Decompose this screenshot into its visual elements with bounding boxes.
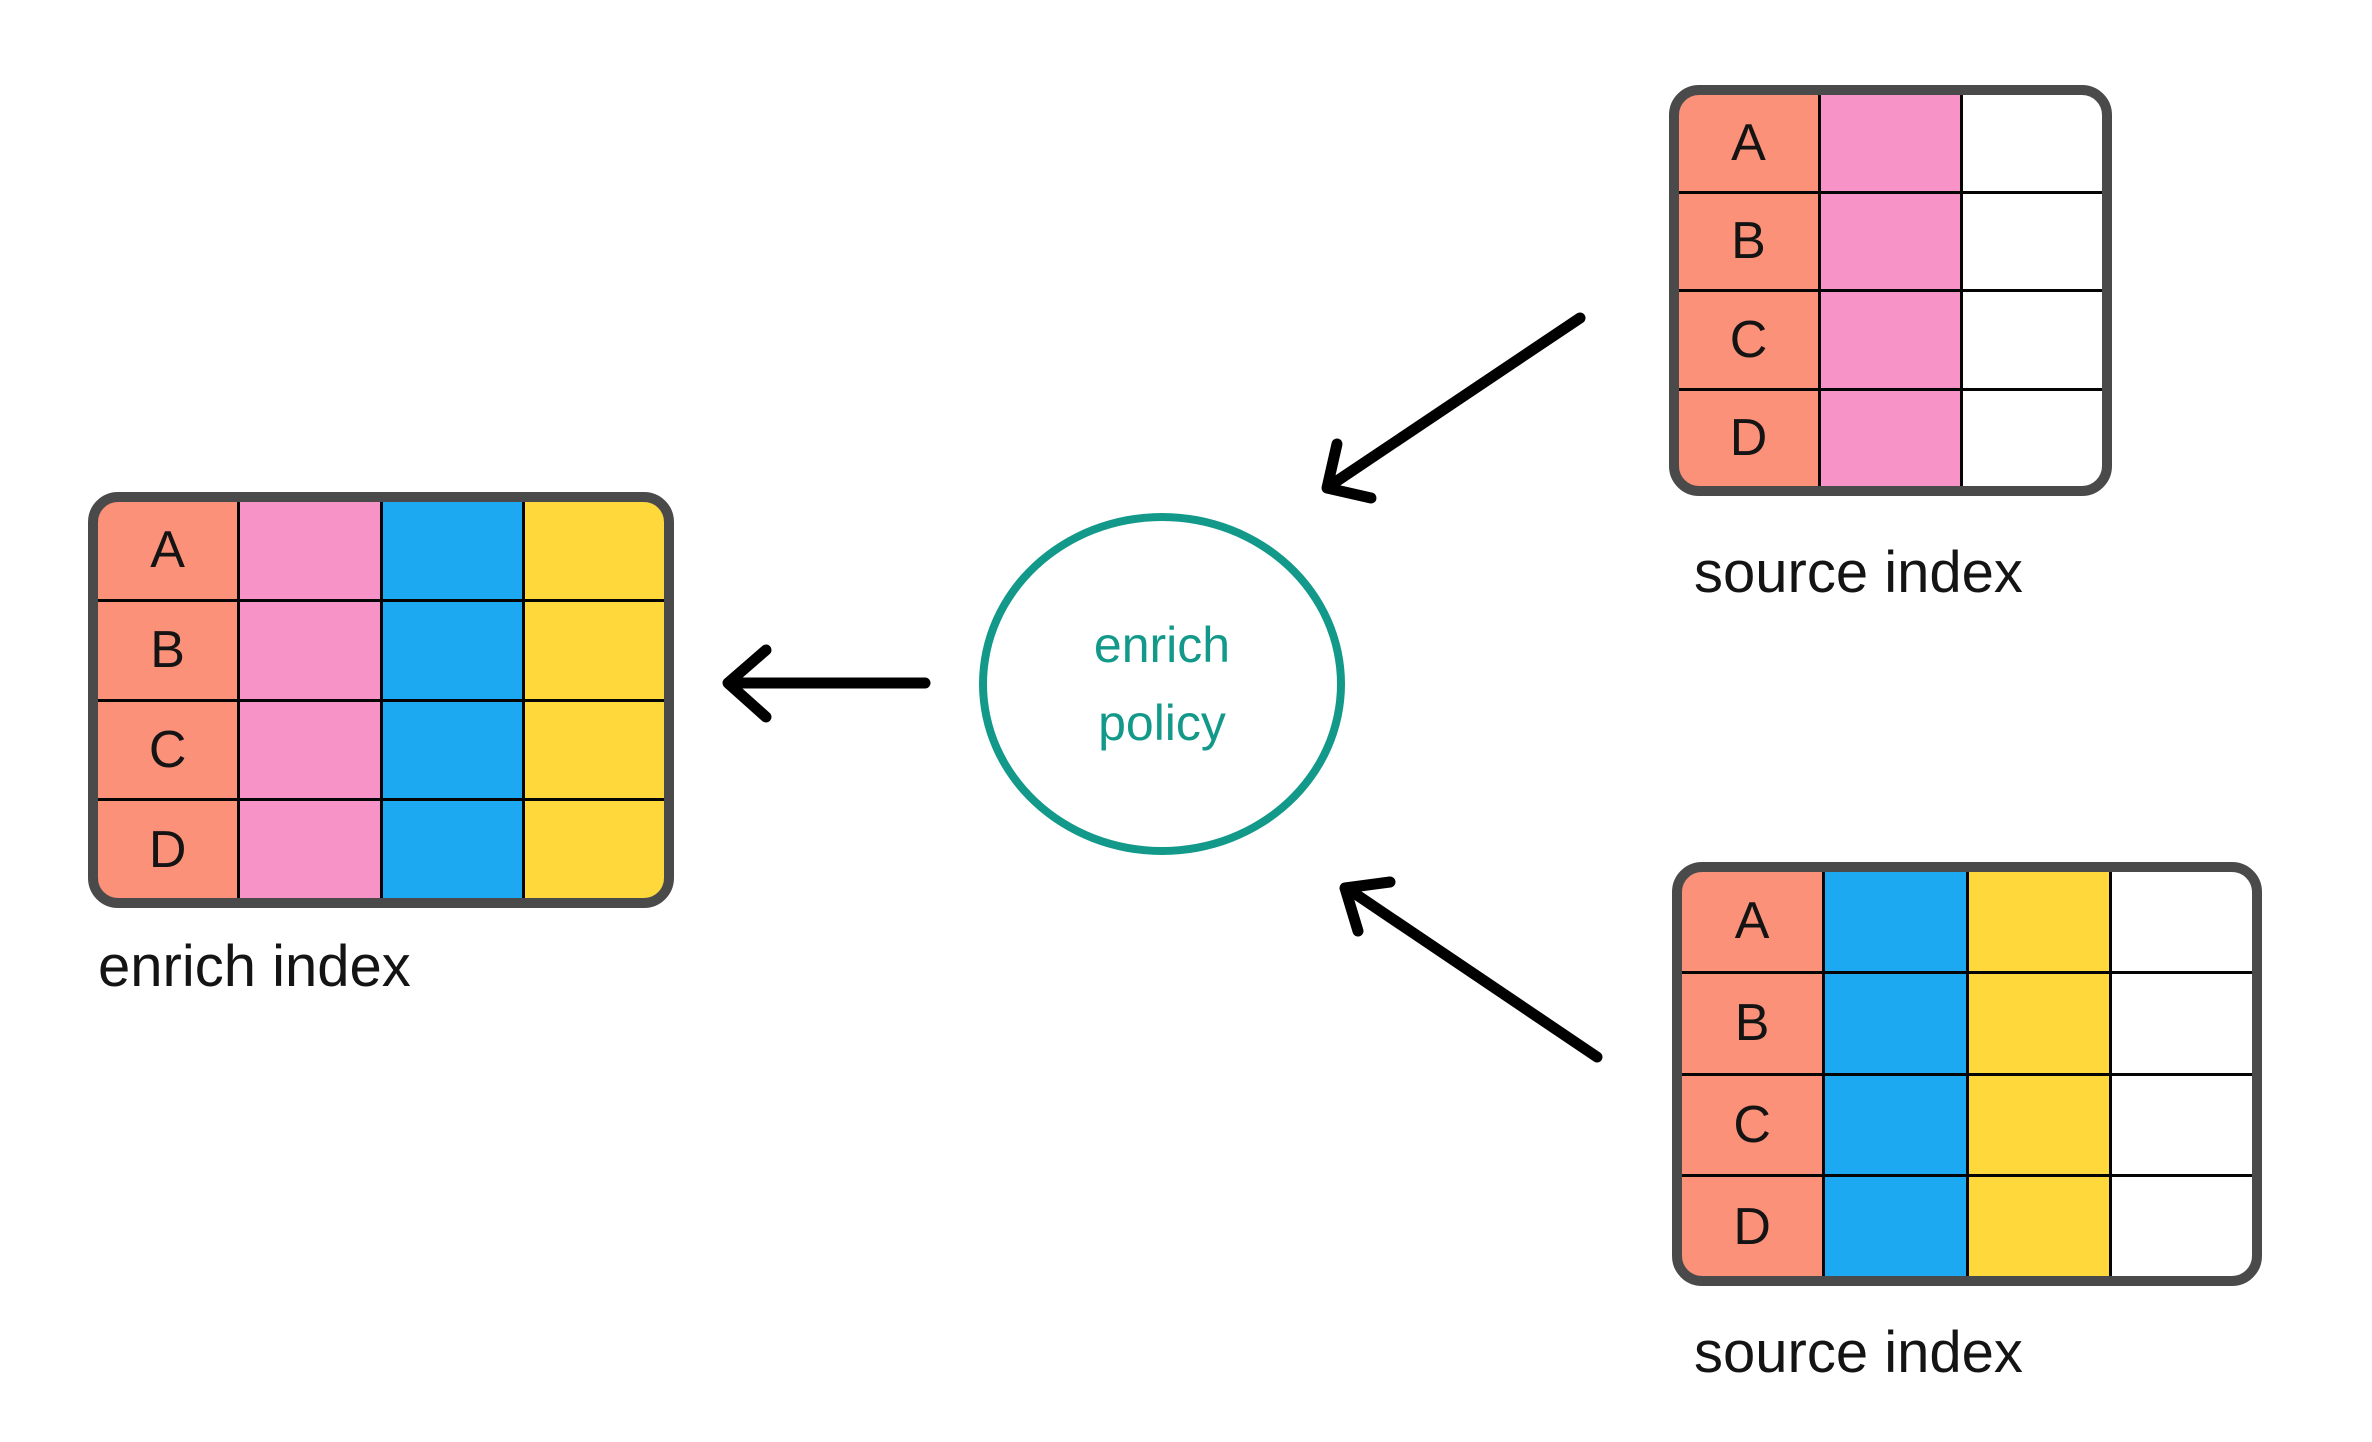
source-index-top-caption: source index (1694, 540, 2023, 605)
enrich-index-cell (524, 502, 664, 599)
source-index-bottom-row-label-A: A (1734, 892, 1770, 951)
enrich-index-cell (240, 801, 380, 898)
enrich-index-cell (240, 502, 380, 599)
source-index-top-cell (1963, 292, 2102, 388)
source-index-bottom-cell (2111, 1075, 2252, 1175)
enrich-index-row-label-A: A (150, 521, 185, 580)
source-index-bottom-row-label-cell: A (1682, 872, 1823, 971)
source-index-bottom-row-label-cell: D (1682, 1177, 1823, 1276)
source-index-bottom-cell (1825, 1177, 1966, 1276)
enrich-policy-label-line2: policy (1098, 695, 1226, 751)
enrich-index-cell (382, 601, 522, 699)
enrich-index-row-label-C: C (148, 720, 187, 779)
enrich-policy-node: enrich policy (979, 513, 1345, 855)
enrich-index-cell (382, 701, 522, 799)
enrich-index-cell (382, 502, 522, 599)
enrich-index-row-label-D: D (148, 820, 187, 879)
source-index-top-cell (1821, 95, 1960, 191)
source-index-top-cell (1963, 95, 2102, 191)
enrich-index-cell (240, 701, 380, 799)
source-index-top-cell (1963, 390, 2102, 486)
source-index-top-row-label-cell: C (1679, 292, 1818, 388)
source-index-top-row-label-cell: D (1679, 390, 1818, 486)
enrich-index-caption: enrich index (98, 934, 411, 999)
source-index-bottom-caption: source index (1694, 1320, 2023, 1385)
enrich-index-cell (524, 701, 664, 799)
enrich-index-cell (382, 801, 522, 898)
source-index-top-cell (1963, 193, 2102, 289)
source-index-top-cell (1821, 390, 1960, 486)
source-index-bottom-cell (2111, 973, 2252, 1073)
source-index-bottom-row-label-cell: C (1682, 1075, 1823, 1175)
enrich-policy-label-line1: enrich (1093, 617, 1231, 673)
enrich-index-cell (524, 801, 664, 898)
source-index-bottom-cell (2111, 1177, 2252, 1276)
source-index-bottom-cell (2111, 872, 2252, 971)
source-index-top-cell (1821, 193, 1960, 289)
source-index-bottom-cell (1968, 1075, 2109, 1175)
source-index-bottom-row-label-B: B (1734, 994, 1770, 1053)
source-index-bottom-row-label-C: C (1733, 1095, 1771, 1154)
source-index-top-row-label-B: B (1731, 212, 1766, 271)
source-index-bottom-row-label-cell: B (1682, 973, 1823, 1073)
arrow-policy-to-enrich-index (722, 644, 931, 723)
source-index-bottom-cell (1825, 872, 1966, 971)
source-index-bottom-cell (1825, 973, 1966, 1073)
source-index-top-row-label-A: A (1731, 113, 1766, 172)
enrich-index-row-label-B: B (150, 621, 185, 680)
enrich-index-cell (524, 601, 664, 699)
source-index-bottom-cell (1968, 1177, 2109, 1276)
enrich-index-row-label-cell: B (98, 601, 238, 699)
source-index-bottom-cell (1968, 973, 2109, 1073)
enrich-index-cell (240, 601, 380, 699)
enrich-index-row-label-cell: C (98, 701, 238, 799)
arrow-source-bottom-to-policy (1339, 876, 1603, 1063)
source-index-bottom-cell (1825, 1075, 1966, 1175)
enrich-index-row-label-cell: A (98, 502, 238, 599)
source-index-top-row-label-C: C (1729, 310, 1768, 369)
enrich-index-row-label-cell: D (98, 801, 238, 898)
source-index-top-cell (1821, 292, 1960, 388)
source-index-bottom-row-label-D: D (1733, 1197, 1771, 1256)
source-index-top-row-label-cell: B (1679, 193, 1818, 289)
source-index-bottom-cell (1968, 872, 2109, 971)
arrow-source-top-to-policy (1321, 312, 1586, 504)
source-index-top-row-label-cell: A (1679, 95, 1818, 191)
source-index-top-row-label-D: D (1729, 409, 1768, 468)
